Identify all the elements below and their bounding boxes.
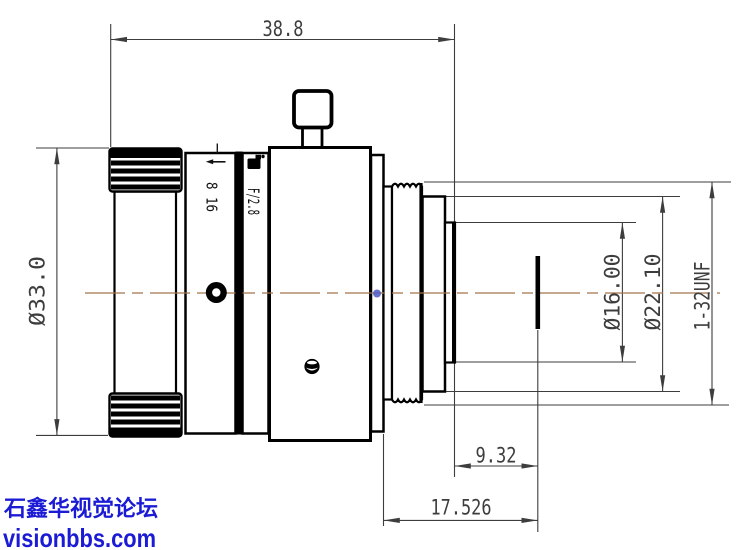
dim-text-front-diameter: Ø33.0 (26, 256, 50, 326)
dim-shoulder-diameter (426, 195, 680, 393)
shoulder-section (421, 195, 447, 393)
aperture-label-text: F/2.8 (244, 188, 263, 215)
arrow-tube-dia-top (619, 222, 625, 239)
knurl-stripe (111, 403, 180, 409)
barrel-text-layer: 8 16 F/2.8 (203, 182, 264, 215)
knurl-stripe (111, 395, 180, 401)
dimension-text-layer: 38.8 Ø33.0 Ø16.00 Ø22.10 1-32UNF 9.32 17… (26, 17, 715, 520)
watermark-forum-name: 石鑫华视觉论坛 (3, 496, 158, 521)
arrow-front-dia-bottom (54, 419, 60, 436)
dimension-layer (36, 24, 731, 532)
arrow-overall-right (438, 36, 455, 43)
watermark: 石鑫华视觉论坛 visionbbs.com (3, 496, 158, 550)
arrow-thread-bottom (709, 388, 715, 405)
ring-groove (235, 151, 243, 435)
knurl-stripes (110, 149, 181, 436)
body-set-screw (304, 358, 320, 375)
aperture-scale-text: 8 16 (203, 182, 221, 212)
dim-text-shoulder-diameter: Ø22.10 (641, 254, 665, 331)
dim-rear-tube-diameter (449, 221, 636, 363)
lens-part (108, 89, 457, 442)
image-plane-mark (535, 256, 541, 329)
detail-layer (205, 143, 541, 435)
dim-text-overall-length: 38.8 (263, 17, 304, 41)
knurl-stripe (110, 427, 181, 436)
knurl-stripe (110, 149, 181, 158)
arrow-shoulder-dia-top (660, 196, 666, 213)
dim-text-mount-thread: 1-32UNF (691, 262, 715, 331)
snap-point-dot (373, 289, 381, 298)
thumb-knob (292, 89, 334, 130)
watermark-site-url: visionbbs.com (3, 523, 156, 550)
arrow-thread-top (709, 182, 715, 199)
arrowheads (54, 36, 715, 523)
ring-set-screw (205, 282, 227, 303)
arrow-front-dia-top (54, 148, 60, 165)
arrow-flange-right (521, 517, 538, 523)
arrow-protrusion-left (454, 463, 471, 469)
dim-text-flange-distance: 17.526 (431, 496, 492, 520)
knurl-stripe (111, 176, 180, 182)
main-body (268, 146, 372, 442)
knurl-stripe (111, 160, 180, 166)
arrow-shoulder-dia-bottom (660, 375, 666, 392)
arrow-overall-left (110, 36, 127, 43)
knurl-stripe (111, 184, 180, 190)
arrow-tube-dia-bottom (619, 345, 625, 362)
dim-text-rear-tube-diameter: Ø16.00 (601, 254, 625, 331)
knurl-stripe (111, 411, 180, 417)
aperture-direction-arrow (205, 159, 226, 165)
arrow-flange-left (383, 517, 400, 523)
dim-front-diameter (36, 147, 109, 436)
dim-text-rear-protrusion: 9.32 (476, 444, 517, 468)
brand-logo-icon (247, 154, 265, 169)
dim-mount-thread (424, 181, 731, 406)
knurl-stripe (111, 419, 180, 425)
arrow-protrusion-right (521, 463, 538, 469)
knurl-stripe (111, 168, 180, 174)
